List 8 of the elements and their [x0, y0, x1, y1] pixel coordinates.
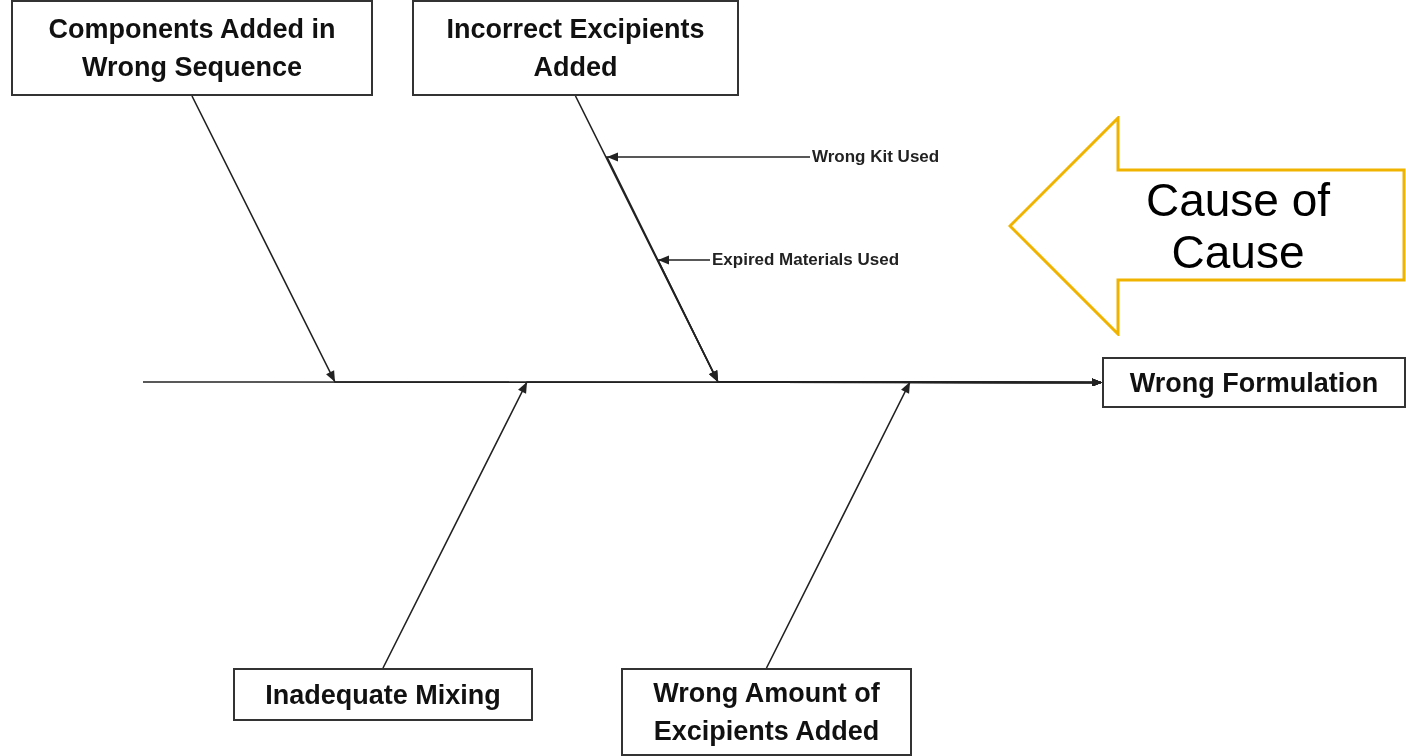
cause-box: Inadequate Mixing [233, 668, 533, 721]
cause-box: Incorrect Excipients Added [412, 0, 739, 96]
effect-box: Wrong Formulation [1102, 357, 1406, 408]
sub-cause-label: Wrong Kit Used [812, 146, 940, 168]
cause-box: Wrong Amount of Excipients Added [621, 668, 912, 756]
cause-box: Components Added in Wrong Sequence [11, 0, 373, 96]
arrow-label: Cause of Cause [1144, 174, 1332, 278]
sub-cause-label: Expired Materials Used [712, 249, 900, 271]
